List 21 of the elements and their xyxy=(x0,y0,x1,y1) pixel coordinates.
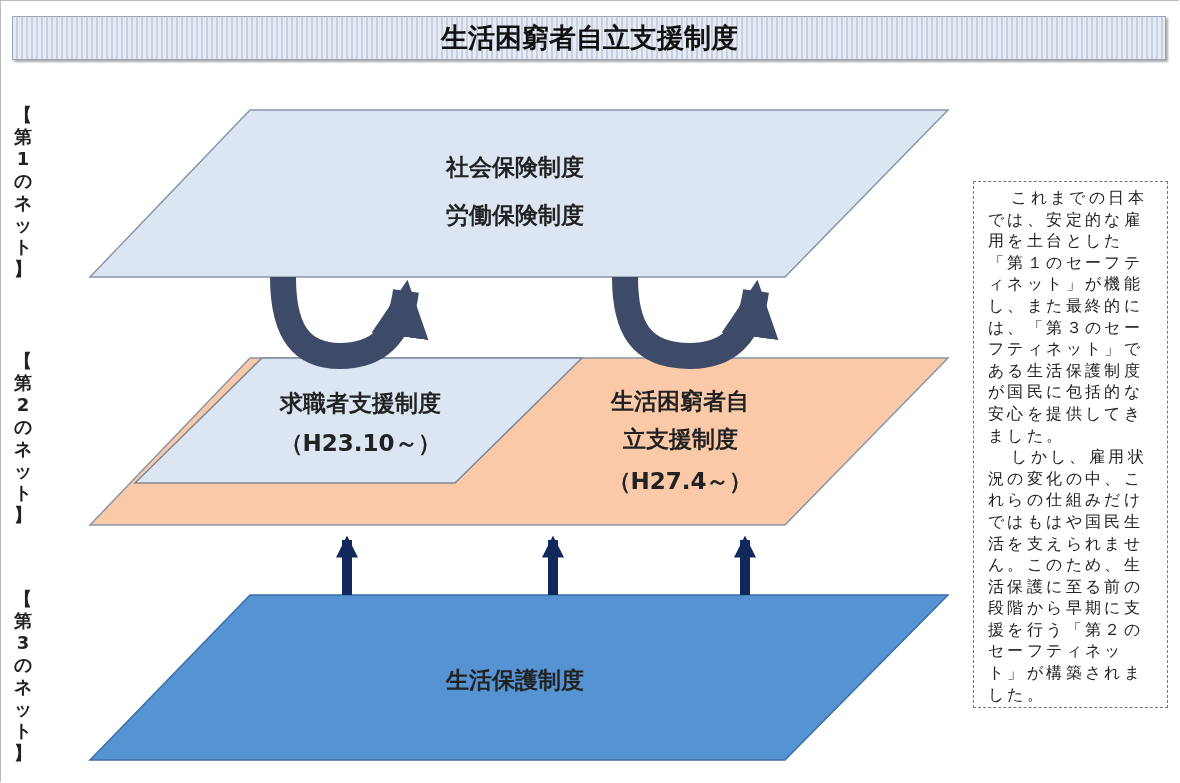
plane-label: 社会保険制度 xyxy=(446,153,584,182)
arrow xyxy=(542,535,564,595)
plane-label: （H23.10～） xyxy=(279,429,441,458)
plane-label: 生活保護制度 xyxy=(446,666,584,695)
net-label: 【第1のネット】 xyxy=(13,104,33,280)
layer-plane xyxy=(90,595,948,760)
note-box xyxy=(973,181,1168,708)
net-label: 【第3のネット】 xyxy=(13,588,33,764)
plane-label: 生活困窮者自立支援制度 xyxy=(609,387,750,454)
plane-label: 労働保険制度 xyxy=(446,201,584,230)
plane-label: 求職者支援制度 xyxy=(279,389,441,418)
layer-plane xyxy=(90,110,948,277)
layer-plane xyxy=(90,358,948,525)
paragraph: しかし、雇用状況の変化の中、これらの仕組みだけではもはや国民生活を支えられません。このため、生活保護に至る前の段階から早期に支援を行う「第２のセーフティネット」が構築されました。 xyxy=(988,447,1149,706)
net-label: 【第2のネット】 xyxy=(13,350,33,526)
plane-label: （H27.4～） xyxy=(607,467,753,496)
title-banner: 生活困窮者自立支援制度 xyxy=(12,16,1166,60)
arrow xyxy=(734,535,756,595)
paragraph: これまでの日本では、安定的な雇用を土台とした「第１のセーフティネット」が機能し、また最終的には、「第３のセーフティネット」である生活保護制度が国民に包括的な安心を提供してきました。 xyxy=(988,188,1149,447)
layer-plane xyxy=(135,358,582,483)
arrow xyxy=(336,535,358,595)
